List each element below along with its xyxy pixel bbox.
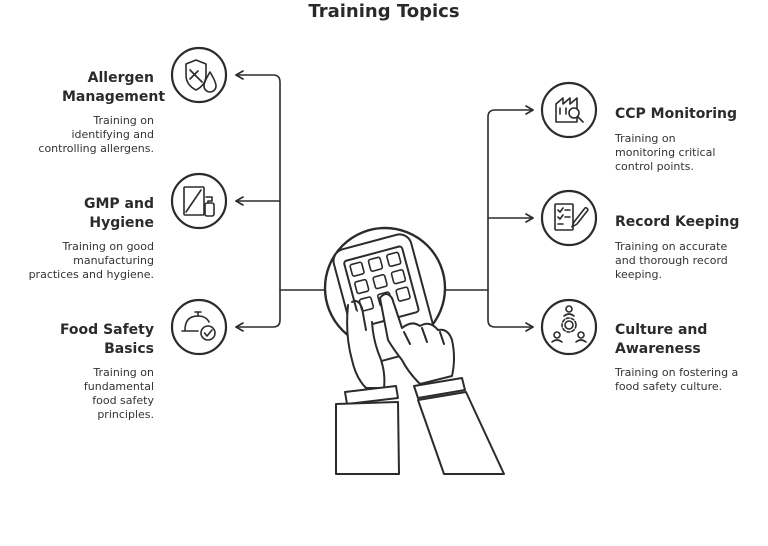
connector-ccp <box>487 105 534 291</box>
topic-title-record: Record Keeping <box>615 214 740 230</box>
connector-culture <box>487 289 534 332</box>
hands-tablet-icon <box>323 226 505 475</box>
checklist-pen-icon <box>540 189 598 247</box>
topic-title-allergen: Allergen Management <box>62 70 166 105</box>
spray-bottle-icon <box>170 172 228 230</box>
connector-allergen <box>235 70 281 291</box>
topic-title-gmp: GMP and Hygiene <box>84 196 154 231</box>
connector-food-safety <box>235 289 281 332</box>
topic-desc-allergen: Training on identifying and controlling … <box>38 114 154 155</box>
topic-title-food-safety: Food Safety Basics <box>59 322 154 357</box>
page-title: Training Topics <box>308 1 460 22</box>
topic-desc-record: Training on accurate and thorough record… <box>615 240 728 281</box>
topic-desc-food-safety: Training on fundamental food safety prin… <box>83 366 154 421</box>
topic-desc-culture: Training on fostering a food safety cult… <box>615 366 739 393</box>
right-connectors <box>444 105 534 332</box>
topic-desc-gmp: Training on good manufacturing practices… <box>28 240 154 281</box>
allergen-shield-drop-icon <box>170 46 228 104</box>
food-cloche-check-icon <box>170 298 228 356</box>
factory-magnifier-icon <box>540 81 598 139</box>
people-gear-icon <box>540 298 598 356</box>
topic-desc-ccp: Training on monitoring critical control … <box>615 132 716 173</box>
left-connectors <box>235 70 326 332</box>
topic-title-ccp: CCP Monitoring <box>615 106 738 122</box>
topic-title-culture: Culture and Awareness <box>615 322 708 357</box>
